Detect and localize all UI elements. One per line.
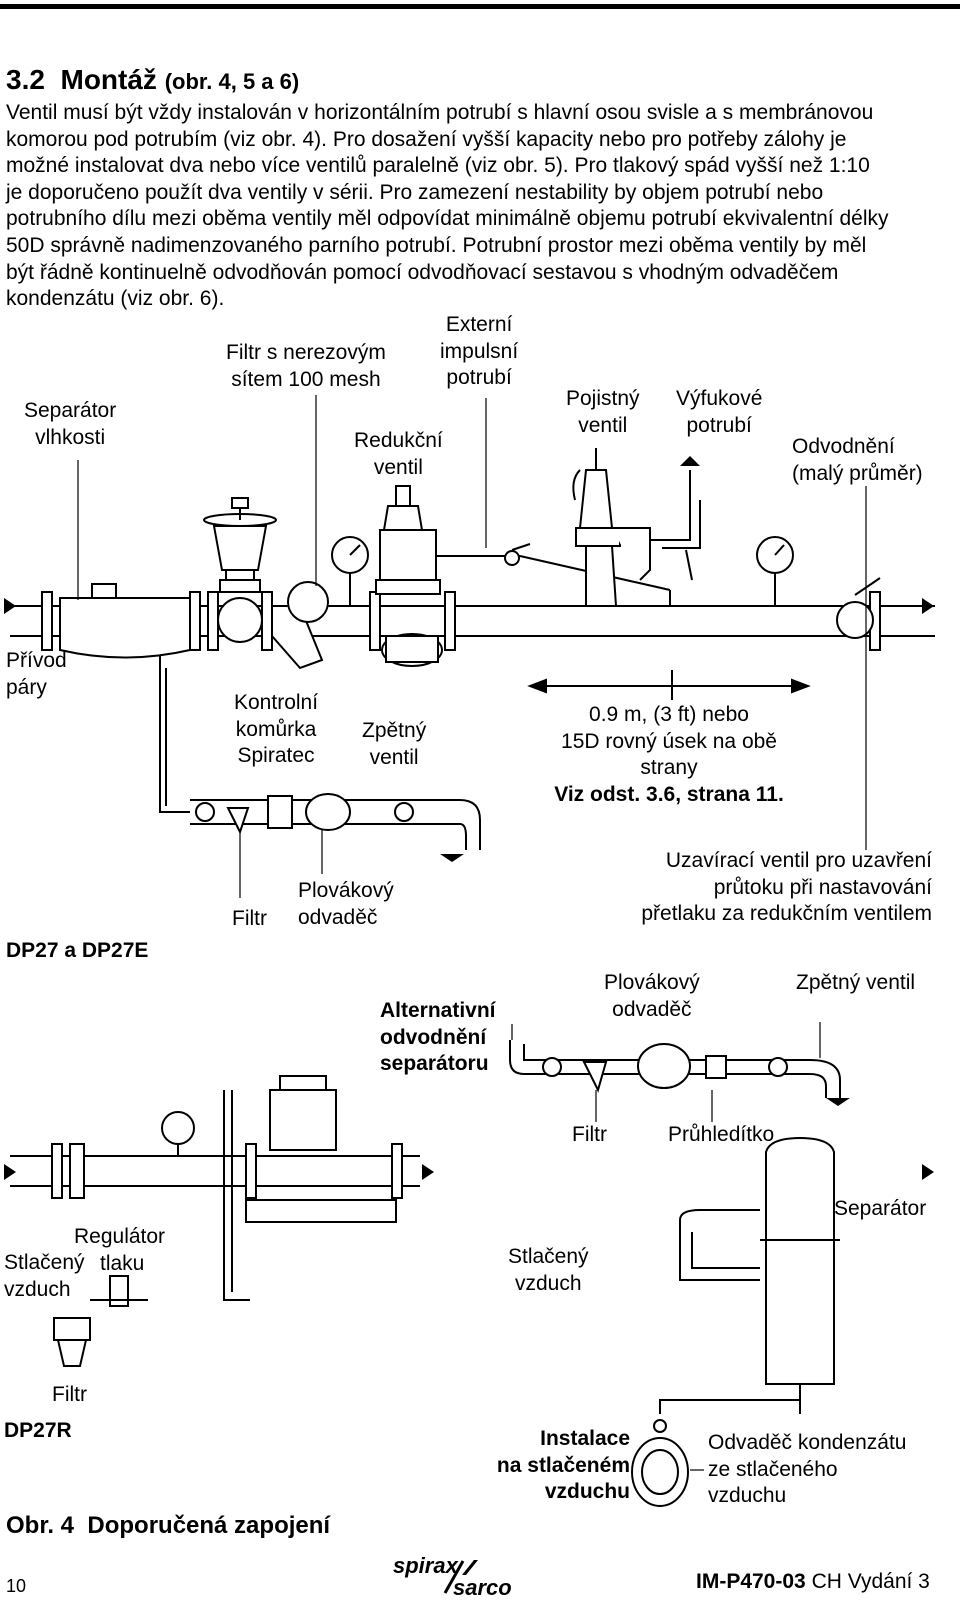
figure-number: Obr. 4 [6, 1512, 75, 1539]
discharge-pipe [650, 470, 701, 581]
label-filter-2: Filtr [572, 1123, 607, 1146]
document-id: IM-P470-03 CH Vydání 3 [696, 1570, 930, 1594]
label-reducing-valve: Redukční ventil [354, 429, 443, 479]
alternative-drain [509, 1040, 841, 1098]
air-separator [679, 1136, 840, 1414]
label-pressure-regulator: Regulátor tlaku [74, 1225, 166, 1275]
label-air-trap: Odvaděč kondenzátu ze stlačeného vzduchu [708, 1431, 907, 1507]
flow-arrows [4, 456, 934, 1180]
body-line: možné instalovat dva nebo více ventilů p… [6, 154, 870, 178]
label-moisture-separator: Separátor vlhkosti [24, 399, 117, 449]
section-figure-ref: (obr. 4, 5 a 6) [164, 69, 300, 94]
spirax-sarco-logo: spirax sarco [393, 1553, 512, 1599]
label-straight-length-ref: Viz odst. 3.6, strana 11. [554, 782, 784, 806]
separator-drain-line [159, 668, 481, 850]
label-compressed-air-2: Stlačený vzduch [508, 1245, 589, 1295]
body-line: potrubního dílu mezi oběma ventily měl o… [6, 207, 889, 231]
document-edition: CH Vydání 3 [811, 1570, 930, 1593]
body-line: Ventil musí být vždy instalován v horizo… [6, 101, 874, 124]
label-safety-valve: Pojistný ventil [566, 387, 640, 437]
logo-word-sarco: sarco [453, 1575, 512, 1599]
label-check-valve: Zpětný ventil [362, 719, 427, 769]
body-line: kondenzátu (viz obr. 6). [6, 287, 225, 311]
label-steam-supply: Přívod páry [6, 649, 67, 699]
document-number: IM-P470-03 [696, 1570, 806, 1593]
section-number: 3.2 [6, 64, 45, 95]
label-straight-length: 0.9 m, (3 ft) nebo 15D rovný úsek na obě… [544, 702, 794, 808]
air-trap [631, 1399, 801, 1507]
body-line: je doporučeno použít dva ventily v sérii… [6, 180, 824, 204]
label-external-impulse: Externí impulsní potrubí [440, 313, 519, 389]
strainer [271, 581, 329, 670]
dp27r-air-pipe [10, 1075, 420, 1301]
label-filter-1: Filtr [232, 907, 267, 930]
body-line: 50D správně nadimenzovaného parního potr… [6, 233, 867, 257]
label-alternative-drain: Alternativní odvodnění separátoru [380, 999, 496, 1075]
figure-title: Doporučená zapojení [87, 1512, 331, 1539]
label-separator: Separátor [834, 1197, 927, 1220]
isolating-valve [836, 577, 881, 639]
figure-caption: Obr. 4 Doporučená zapojení [6, 1512, 330, 1540]
label-sight-glass: Průhledítko [668, 1123, 775, 1146]
pressure-gauge-2 [756, 536, 794, 606]
reducing-valve [375, 485, 443, 667]
dimension-arrow [527, 670, 811, 700]
logo-word-spirax: spirax [393, 1553, 459, 1578]
label-isolating-valve: Uzavírací ventil pro uzavření průtoku př… [641, 849, 932, 925]
page-number: 10 [6, 1576, 27, 1596]
air-regulator-filter [53, 1275, 148, 1367]
leader-lines [77, 395, 867, 1471]
moisture-separator [59, 583, 191, 668]
body-text: Ventil musí být vždy instalován v horizo… [6, 100, 954, 313]
label-small-drain: Odvodnění (malý průměr) [792, 435, 923, 485]
label-check-valve-2: Zpětný ventil [796, 971, 916, 994]
top-rule [0, 4, 960, 9]
safety-valve [572, 448, 651, 607]
label-air-installation: Instalace na stlačeném vzduchu [496, 1427, 630, 1503]
section-title: Montáž [60, 64, 157, 95]
section-heading: 3.2 Montáž (obr. 4, 5 a 6) [6, 64, 299, 98]
body-line: být řádně kontinuelně odvodňován pomocí … [6, 260, 839, 284]
spirax-sarco-logo-mark [462, 1560, 478, 1575]
label-dp27: DP27 a DP27E [6, 939, 149, 962]
pressure-gauge-1 [331, 536, 369, 606]
label-float-trap-2: Plovákový odvaděč [604, 971, 700, 1021]
label-dp27r: DP27R [4, 1419, 72, 1442]
label-compressed-air-1: Stlačený vzduch [4, 1251, 85, 1301]
label-spiratec-chamber: Kontrolní komůrka Spiratec [234, 691, 319, 767]
label-filter-mesh: Filtr s nerezovým sítem 100 mesh [226, 341, 386, 391]
stop-valve [203, 497, 277, 643]
label-discharge-pipe: Výfukové potrubí [676, 387, 763, 437]
label-filter-3: Filtr [52, 1383, 87, 1406]
body-line: komorou pod potrubím (viz obr. 4). Pro d… [6, 127, 847, 151]
label-float-trap-1: Plovákový odvaděč [298, 879, 394, 929]
